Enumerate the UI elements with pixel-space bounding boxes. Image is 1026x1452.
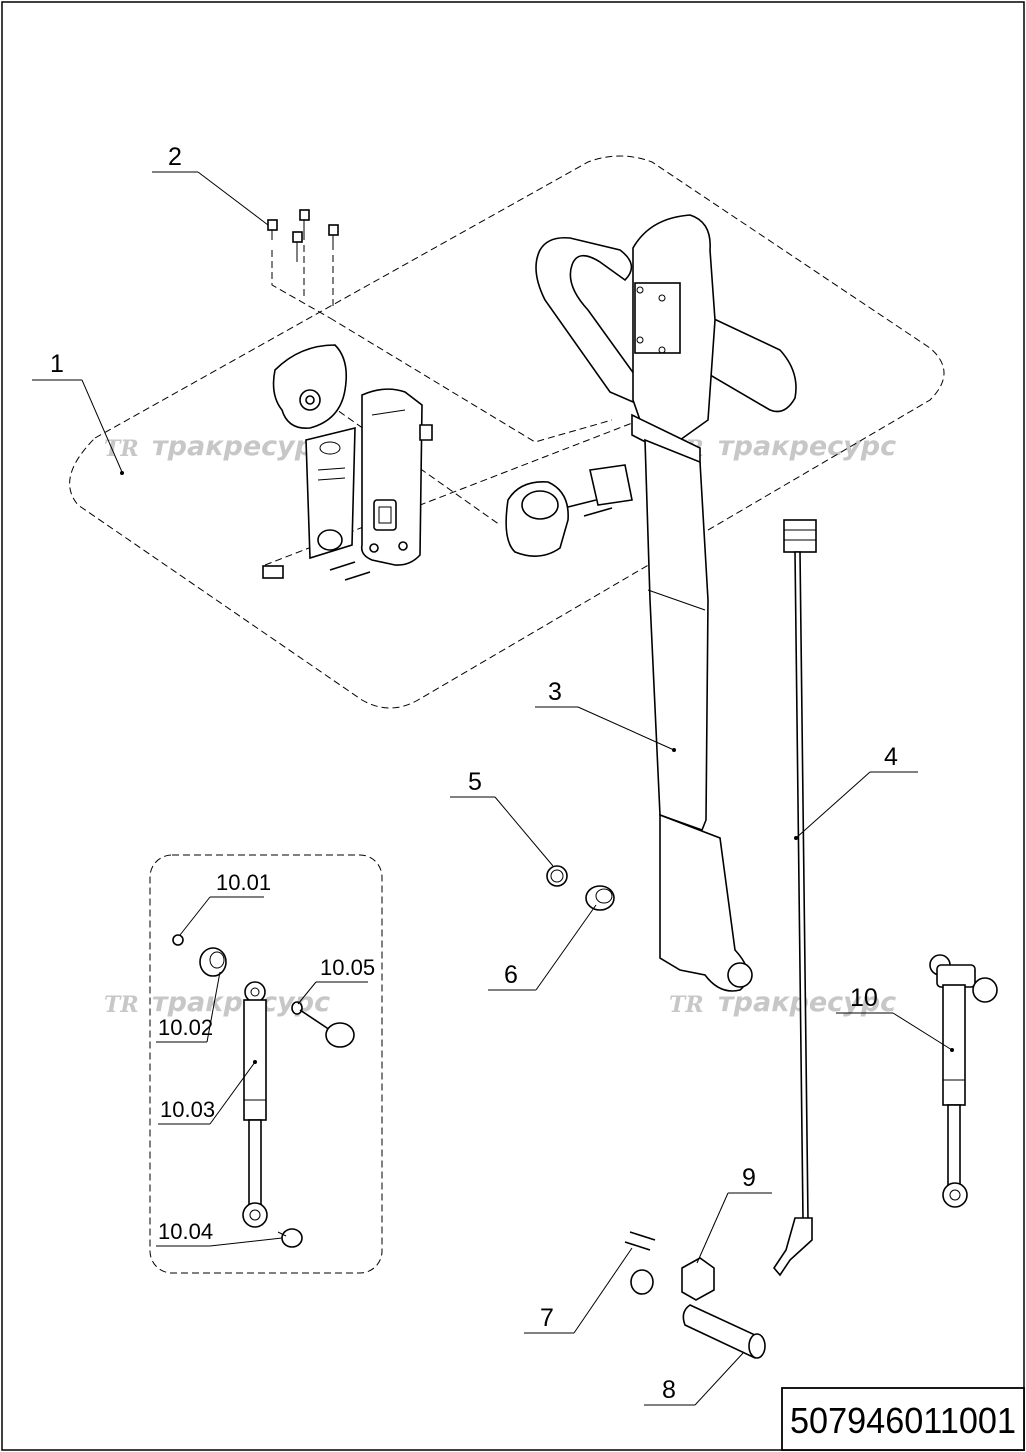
block-part-9 <box>681 1257 715 1301</box>
document-code: 507946011001 <box>790 1400 1016 1441</box>
svg-text:10.04: 10.04 <box>158 1219 213 1244</box>
callout-10-04: 10.04 <box>156 1219 283 1247</box>
bushing-10-02 <box>199 947 227 977</box>
svg-text:3: 3 <box>548 678 562 706</box>
callout-10-03: 10.03 <box>158 1060 257 1125</box>
callout-10: 10 <box>836 984 954 1052</box>
callout-10-02: 10.02 <box>156 971 221 1043</box>
cable-part-4 <box>772 519 817 1277</box>
svg-text:тракресурс: тракресурс <box>152 987 330 1018</box>
callout-5: 5 <box>450 768 554 867</box>
svg-text:TR: TR <box>669 992 704 1018</box>
callout-6: 6 <box>488 904 597 991</box>
callout-3: 3 <box>535 678 676 752</box>
group-notch <box>329 317 613 443</box>
document-code-box: 507946011001 <box>781 1387 1025 1451</box>
control-panel-cover <box>360 388 433 566</box>
snap-ring-part-5 <box>546 865 568 887</box>
watermark-2: TR тракресурс <box>669 431 896 462</box>
svg-text:10.02: 10.02 <box>158 1015 213 1040</box>
svg-text:7: 7 <box>540 1304 554 1332</box>
svg-text:1: 1 <box>50 350 64 378</box>
svg-text:5: 5 <box>468 768 482 796</box>
bushing-part-6 <box>585 885 615 911</box>
control-knob-left <box>272 344 348 429</box>
svg-text:тракресурс: тракресурс <box>718 431 896 462</box>
ring-10-01 <box>172 934 184 946</box>
watermark-1: TR тракресурс <box>104 431 330 462</box>
tiller-arm-part-3 <box>535 214 797 992</box>
svg-text:2: 2 <box>168 143 182 171</box>
svg-text:тракресурс: тракресурс <box>152 431 330 462</box>
pin-part-8 <box>682 1304 766 1359</box>
gas-spring-10-03 <box>242 981 268 1228</box>
panel-screws <box>329 561 371 581</box>
subassembly-box-10 <box>149 854 383 1274</box>
group-outline-1 <box>69 155 945 709</box>
svg-text:10.03: 10.03 <box>160 1097 215 1122</box>
svg-text:TR: TR <box>104 992 139 1018</box>
svg-text:9: 9 <box>742 1164 756 1192</box>
callout-7: 7 <box>524 1247 633 1334</box>
svg-text:6: 6 <box>504 961 518 989</box>
svg-text:TR: TR <box>104 436 139 462</box>
callout-8: 8 <box>644 1351 745 1406</box>
callout-4: 4 <box>794 743 918 840</box>
callout-10-01: 10.01 <box>179 870 271 936</box>
bushing-part-7b <box>630 1269 654 1295</box>
svg-text:8: 8 <box>662 1376 676 1404</box>
bracket-part-1 <box>567 464 633 517</box>
svg-text:10.05: 10.05 <box>320 955 375 980</box>
watermark-4: TR тракресурс <box>669 987 896 1018</box>
panel-membrane <box>305 426 356 560</box>
svg-text:10.01: 10.01 <box>216 870 271 895</box>
screws-part-2 <box>267 209 339 319</box>
connector-small <box>262 565 284 579</box>
gas-spring-part-10 <box>929 954 998 1208</box>
pin-10-05 <box>291 1001 355 1048</box>
svg-text:4: 4 <box>884 743 898 771</box>
callout-2: 2 <box>152 143 269 226</box>
pins-part-7 <box>624 1231 656 1251</box>
svg-text:10: 10 <box>850 984 878 1012</box>
callout-10-05: 10.05 <box>297 955 375 1005</box>
callout-1: 1 <box>32 350 124 475</box>
callout-9: 9 <box>696 1164 772 1264</box>
control-knob-right <box>505 481 569 557</box>
